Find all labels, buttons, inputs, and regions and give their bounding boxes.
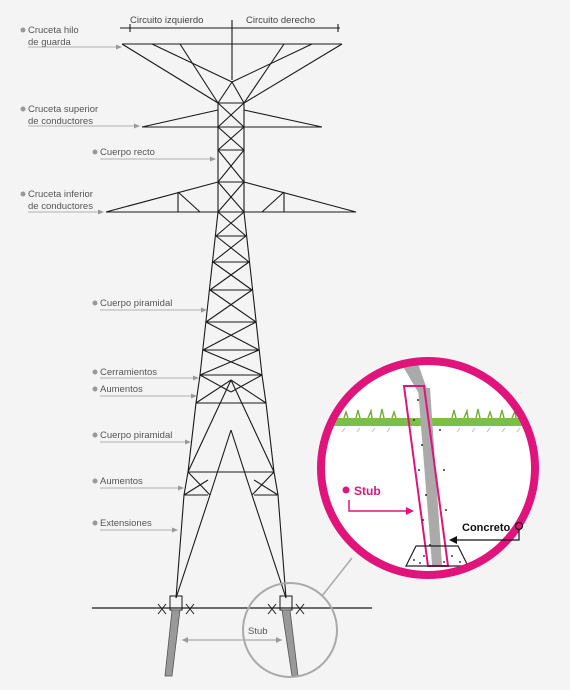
svg-text:Cruceta hilo: Cruceta hilo [28,25,79,36]
label-cerramientos: Cerramientos [92,367,199,381]
right-circuit-label: Circuito derecho [246,15,315,26]
svg-text:de conductores: de conductores [28,201,93,212]
label-extensiones: Extensiones [92,518,178,533]
zoom-circle [242,582,338,678]
svg-text:Cruceta inferior: Cruceta inferior [28,189,93,200]
zoom-connector [321,557,353,597]
stub-dimension: Stub [182,626,282,643]
svg-text:Aumentos: Aumentos [100,384,143,395]
detail-inset: Stub Concreto [317,357,539,579]
label-aumentos-2: Aumentos [92,476,184,491]
label-cruceta-superior: Cruceta superior de conductores [20,104,140,129]
label-aumentos-1: Aumentos [92,384,197,399]
label-cuerpo-piramidal-2: Cuerpo piramidal [92,430,191,445]
svg-text:Cuerpo recto: Cuerpo recto [100,147,155,158]
svg-text:Cruceta superior: Cruceta superior [28,104,98,115]
svg-text:de conductores: de conductores [28,116,93,127]
svg-text:de guarda: de guarda [28,37,72,48]
concreto-callout-label: Concreto [462,522,511,534]
label-cruceta-inferior: Cruceta inferior de conductores [20,189,104,215]
stub-callout-label: Stub [354,484,381,498]
svg-text:Cuerpo piramidal: Cuerpo piramidal [100,298,172,309]
foundation-left [157,595,195,677]
left-circuit-label: Circuito izquierdo [130,15,203,26]
svg-text:Aumentos: Aumentos [100,476,143,487]
label-cruceta-guarda: Cruceta hilo de guarda [20,25,122,50]
label-cuerpo-piramidal-1: Cuerpo piramidal [92,298,207,313]
svg-text:Extensiones: Extensiones [100,518,152,529]
svg-text:Cuerpo piramidal: Cuerpo piramidal [100,430,172,441]
svg-text:Cerramientos: Cerramientos [100,367,157,378]
label-cuerpo-recto: Cuerpo recto [92,147,216,162]
stub-dimension-label: Stub [248,626,268,637]
tower-structure [105,20,357,599]
